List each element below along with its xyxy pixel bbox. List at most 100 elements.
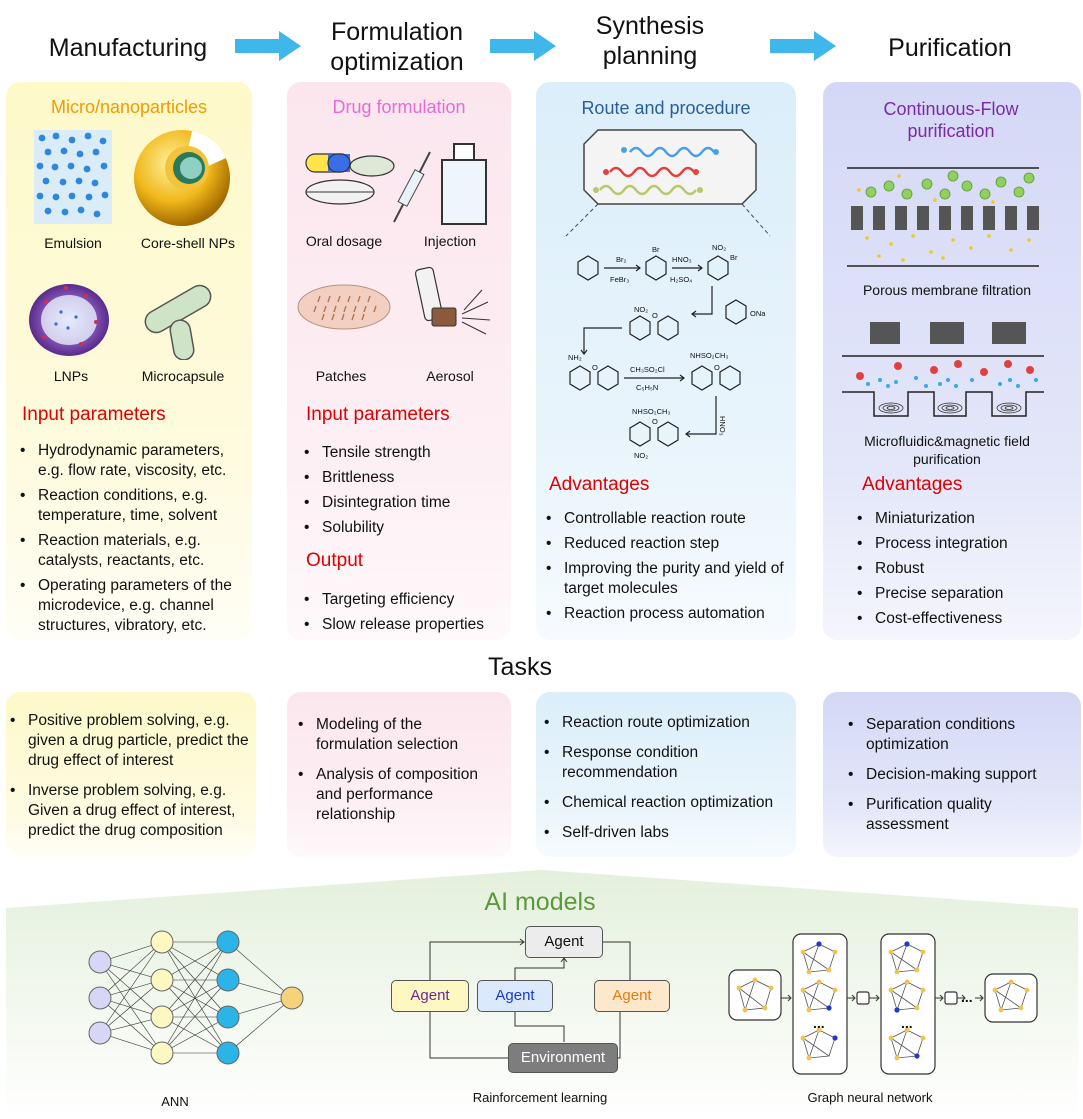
gnn-diagram: ... ... ... — [728, 933, 1038, 1075]
reagent-label: O — [714, 363, 720, 372]
section-heading: Advantages — [549, 474, 650, 495]
list-item: Process integration — [857, 534, 1067, 554]
agent-box-middle: Agent — [477, 980, 553, 1012]
stage-synthesis-planning: Synthesis planning — [595, 12, 705, 70]
section-heading: Output — [306, 550, 364, 571]
list-item: Purification quality assessment — [848, 795, 1068, 835]
section-heading: Advantages — [862, 474, 963, 495]
list-item: Reduced reaction step — [546, 534, 790, 554]
list-item: Self-driven labs — [544, 823, 796, 843]
task-list: Separation conditions optimization Decis… — [848, 715, 1068, 845]
core-shell-np-image — [134, 130, 230, 226]
reagent-label: NH₂ — [568, 353, 582, 362]
reagent-label: C₅H₅N — [636, 383, 658, 392]
image-label: Core-shell NPs — [140, 235, 236, 251]
reagent-label: HNO₃ — [672, 255, 692, 264]
reagent-label: Br₂ — [616, 255, 627, 264]
image-label: Aerosol — [426, 368, 474, 384]
input-parameter-list: Tensile strength Brittleness Disintegrat… — [304, 443, 504, 538]
ai-models-title: AI models — [484, 888, 596, 916]
image-label: Microfluidic&magnetic field purification — [864, 433, 1030, 467]
list-item: Reaction route optimization — [544, 713, 796, 733]
reagent-label: HNO₃ — [718, 416, 727, 436]
list-item: Precise separation — [857, 584, 1067, 604]
ellipsis-text: ... — [961, 989, 973, 1005]
section-heading: Input parameters — [22, 404, 166, 425]
reagent-label: O — [652, 311, 658, 320]
reagent-label: ONa — [750, 309, 766, 318]
list-item: Reaction process automation — [546, 604, 790, 624]
list-item: Tensile strength — [304, 443, 504, 463]
reagent-label: Br — [730, 253, 738, 262]
image-label: Oral dosage — [305, 233, 383, 249]
list-item: Inverse problem solving, e.g. Given a dr… — [10, 781, 254, 841]
list-item: Reaction conditions, e.g. temperature, t… — [20, 486, 250, 526]
task-list: Reaction route optimization Response con… — [544, 713, 796, 853]
list-item: Positive problem solving, e.g. given a d… — [10, 711, 254, 771]
reagent-label: O — [652, 417, 658, 426]
panel-title: Route and procedure — [581, 98, 751, 118]
ellipsis-text: ... — [901, 1015, 913, 1031]
list-item: Brittleness — [304, 468, 504, 488]
panel-title: Drug formulation — [332, 97, 466, 117]
list-item: Solubility — [304, 518, 504, 538]
image-label: Microcapsule — [141, 368, 225, 384]
reagent-label: H₂SO₄ — [670, 275, 692, 284]
stage-manufacturing: Manufacturing — [48, 34, 208, 62]
model-label: ANN — [161, 1094, 189, 1109]
model-label: Rainforcement learning — [472, 1090, 608, 1105]
task-list: Modeling of the formulation selection An… — [298, 715, 498, 835]
panel-title: Continuous-Flow purification — [883, 99, 1019, 141]
list-item: Targeting efficiency — [304, 590, 514, 610]
image-label: Porous membrane filtration — [862, 282, 1032, 298]
reagent-label: CH₃SO₂Cl — [630, 365, 665, 374]
agent-box-top: Agent — [525, 926, 603, 958]
list-item: Separation conditions optimization — [848, 715, 1068, 755]
reagent-label: NHSO₂CH₃ — [632, 407, 670, 416]
arrow-right-icon — [490, 31, 556, 61]
output-list: Targeting efficiency Slow release proper… — [304, 590, 514, 635]
injection-image — [393, 143, 487, 225]
reagent-label: FeBr₃ — [610, 275, 629, 284]
arrow-right-icon — [235, 31, 301, 61]
stage-purification: Purification — [888, 34, 1012, 62]
reagent-label: NO₂ — [634, 305, 648, 314]
list-item: Chemical reaction optimization — [544, 793, 796, 813]
section-heading: Input parameters — [306, 404, 450, 425]
image-label: Patches — [315, 368, 367, 384]
stage-formulation-optimization: Formulation optimization — [330, 18, 464, 76]
list-item: Robust — [857, 559, 1067, 579]
reagent-label: NO₂ — [634, 451, 648, 460]
ellipsis-text: ... — [813, 1015, 825, 1031]
input-parameter-list: Hydrodynamic parameters, e.g. flow rate,… — [20, 441, 250, 636]
emulsion-image — [34, 130, 112, 224]
arrow-right-icon — [770, 31, 836, 61]
list-item: Cost-effectiveness — [857, 609, 1067, 629]
lnp-image — [29, 284, 109, 356]
reagent-label: O — [592, 363, 598, 372]
panel-title: Micro/nanoparticles — [50, 97, 208, 117]
advantages-list: Controllable reaction route Reduced reac… — [546, 509, 790, 624]
list-item: Miniaturization — [857, 509, 1067, 529]
advantages-list: Miniaturization Process integration Robu… — [857, 509, 1067, 629]
microcapsule-image — [144, 284, 212, 360]
tasks-title: Tasks — [488, 653, 552, 681]
list-item: Disintegration time — [304, 493, 504, 513]
list-item: Reaction materials, e.g. catalysts, reac… — [20, 531, 250, 571]
agent-box-right: Agent — [594, 980, 670, 1012]
model-label: Graph neural network — [807, 1090, 933, 1105]
task-list: Positive problem solving, e.g. given a d… — [10, 711, 254, 851]
ann-diagram — [88, 930, 304, 1065]
image-label: LNPs — [53, 368, 89, 384]
environment-box: Environment — [508, 1043, 618, 1073]
agent-box-left: Agent — [391, 980, 469, 1012]
reagent-label: NO₂ — [712, 243, 726, 252]
membrane-filtration-image — [847, 167, 1039, 267]
aerosol-image — [414, 266, 491, 335]
list-item: Response condition recommendation — [544, 743, 796, 783]
list-item: Controllable reaction route — [546, 509, 790, 529]
list-item: Slow release properties — [304, 615, 514, 635]
list-item: Decision-making support — [848, 765, 1068, 785]
list-item: Analysis of composition and performance … — [298, 765, 498, 825]
list-item: Improving the purity and yield of target… — [546, 559, 790, 599]
